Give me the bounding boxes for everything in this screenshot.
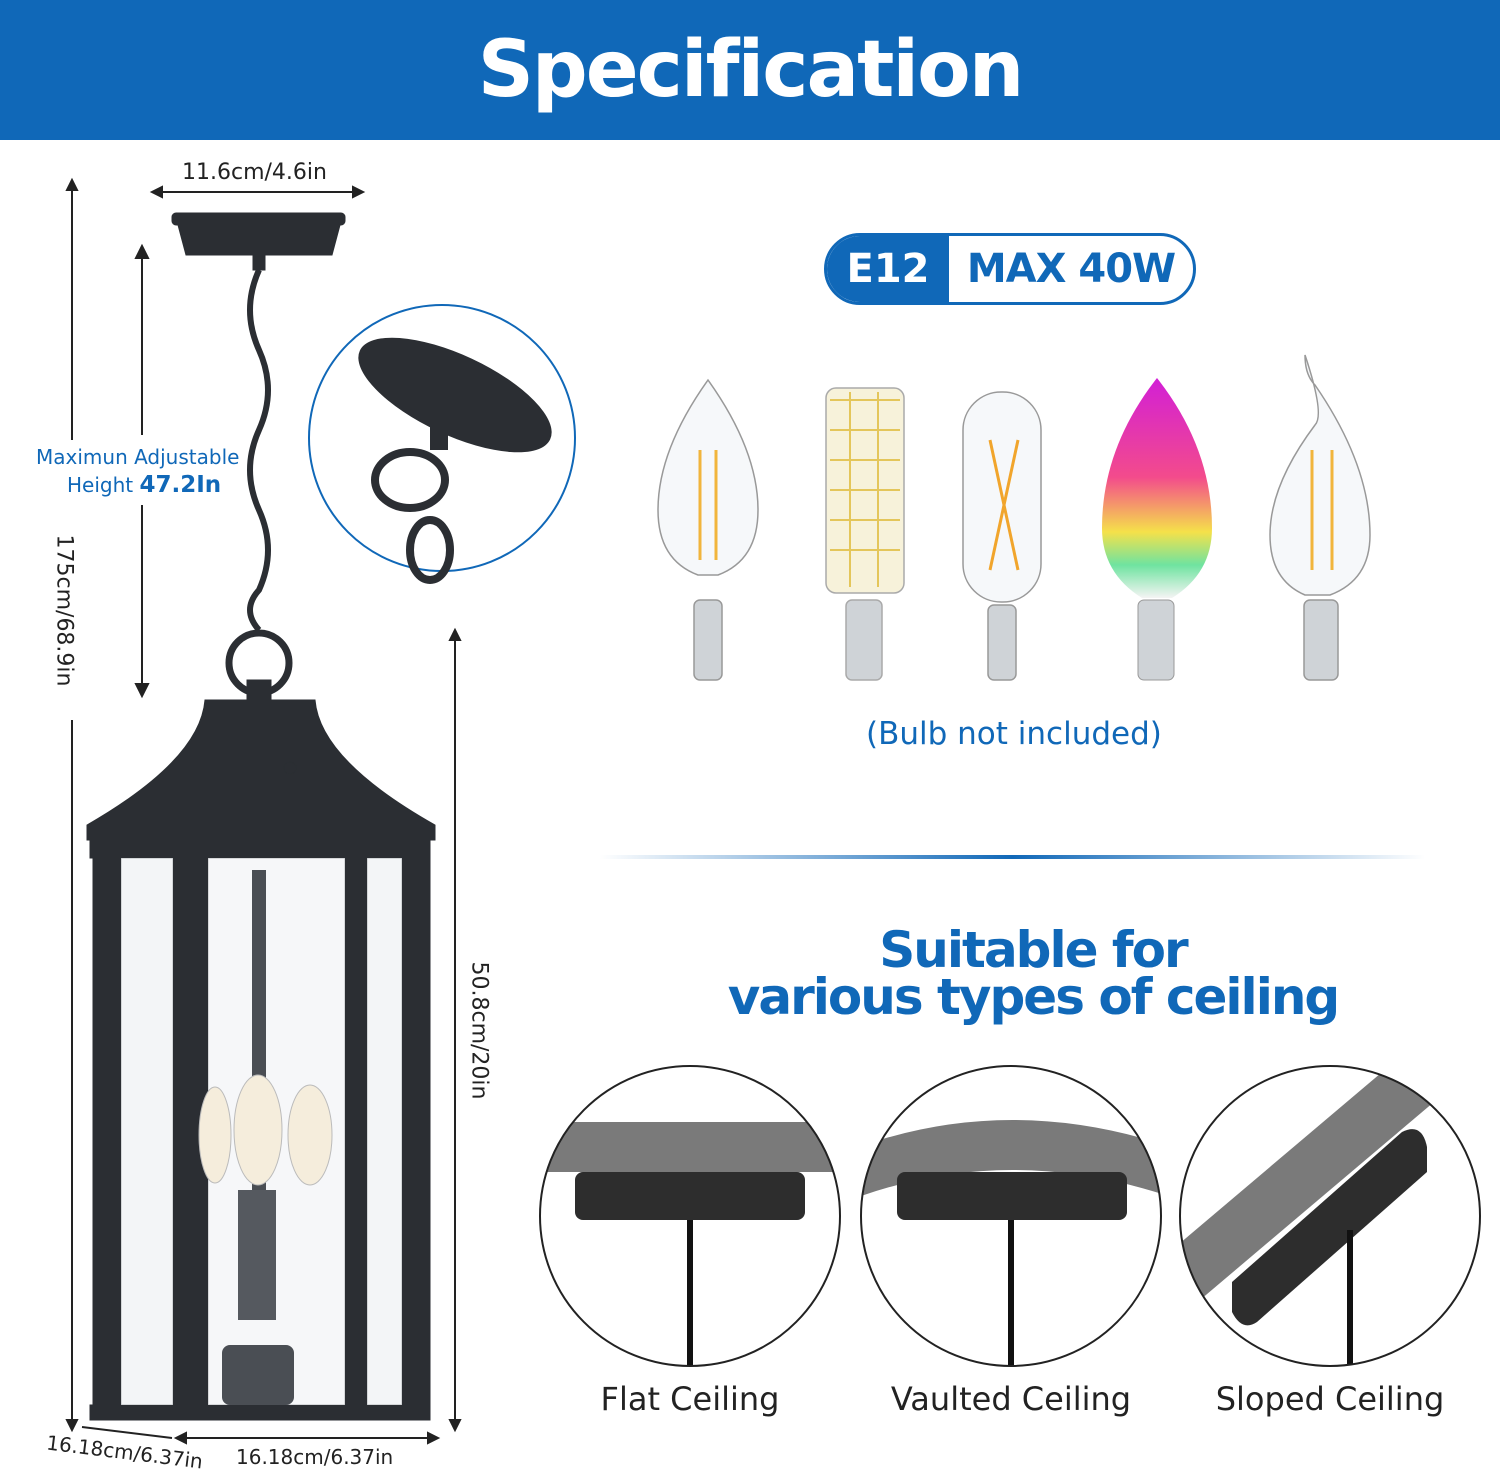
bulb-candle xyxy=(657,378,759,681)
dimension-lines xyxy=(65,177,462,1445)
bulb-spec-badge: E12 MAX 40W xyxy=(824,233,1196,305)
flat-ceiling-icon xyxy=(539,1065,841,1367)
sloped-ceiling-icon xyxy=(1179,1065,1481,1367)
page-title: Specification xyxy=(477,25,1025,115)
adjustable-height-label: Height 47.2In xyxy=(67,472,221,498)
max-wattage: MAX 40W xyxy=(966,246,1176,292)
ceiling-title-line1: Suitable for xyxy=(879,921,1188,979)
adjustable-height-value: 47.2In xyxy=(139,472,222,498)
divider-line xyxy=(600,855,1425,859)
total-height-label: 175cm/68.9in xyxy=(51,534,77,687)
bulb-note: (Bulb not included) xyxy=(866,716,1162,752)
socket-type: E12 xyxy=(827,236,949,302)
header-banner: Specification xyxy=(0,0,1500,140)
bulb-tubular xyxy=(962,391,1042,681)
bulb-flame-tip xyxy=(1269,354,1371,681)
width-label: 16.18cm/6.37in xyxy=(236,1445,394,1469)
adjustable-label: Maximun Adjustable xyxy=(36,445,240,469)
flat-ceiling-label: Flat Ceiling xyxy=(600,1380,780,1418)
bulb-rgb-smart xyxy=(1102,378,1212,681)
vaulted-ceiling-icon xyxy=(860,1065,1162,1367)
lantern-height-label: 50.8cm/20in xyxy=(466,961,492,1100)
adjustable-height-prefix: Height xyxy=(67,473,134,497)
canopy-detail-circle xyxy=(308,304,576,584)
canopy-width-label: 11.6cm/4.6in xyxy=(182,160,327,185)
bulb-corn-led xyxy=(825,387,905,681)
sloped-ceiling-label: Sloped Ceiling xyxy=(1215,1380,1445,1418)
vaulted-ceiling-label: Vaulted Ceiling xyxy=(890,1380,1132,1418)
lantern-illustration xyxy=(86,212,436,1421)
ceiling-title-line2: various types of ceiling xyxy=(727,968,1340,1026)
